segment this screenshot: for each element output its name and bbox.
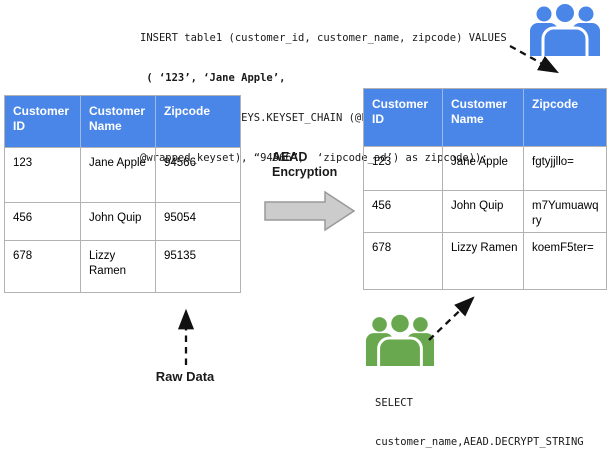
table-cell: koemF5ter= <box>524 233 607 290</box>
table-cell: 123 <box>5 148 81 203</box>
insert-query-code: INSERT table1 (customer_id, customer_nam… <box>140 6 507 190</box>
code-line: customer_name,AEAD.DECRYPT_STRING <box>375 435 584 448</box>
users-group-icon-green <box>365 312 435 366</box>
code-line: INSERT table1 (customer_id, customer_nam… <box>140 32 507 44</box>
table-cell: Lizzy Ramen <box>443 233 524 290</box>
table-cell: 95054 <box>156 203 241 241</box>
code-line: SELECT <box>375 397 413 409</box>
table-cell: 94566 <box>156 148 241 203</box>
code-line: @wrapped_keyset), “94566”, ‘zipcode_ad’)… <box>140 152 488 164</box>
table-cell: John Quip <box>443 191 524 233</box>
table-cell: Jane Apple <box>81 148 156 203</box>
column-header: Customer ID <box>5 96 81 148</box>
column-header: Customer Name <box>81 96 156 148</box>
users-group-icon-blue <box>530 2 600 56</box>
table-cell: 123 <box>364 147 443 191</box>
dashed-arrow-select-to-encrypted-table <box>428 296 475 341</box>
table-cell: Lizzy Ramen <box>81 241 156 293</box>
table-cell: 95135 <box>156 241 241 293</box>
raw-data-label: Raw Data <box>155 369 215 384</box>
dashed-arrow-rawdata-to-table <box>177 308 195 365</box>
table-cell: Jane Apple <box>443 147 524 191</box>
table-cell: fgtyjjllo= <box>524 147 607 191</box>
raw-data-table: Customer ID Customer Name Zipcode 123 Ja… <box>4 95 241 293</box>
table-cell: 456 <box>5 203 81 241</box>
table-cell: John Quip <box>81 203 156 241</box>
code-line: ( ‘123’, ‘Jane Apple’, <box>140 72 286 84</box>
dashed-arrow-users-to-encrypted-table <box>509 44 560 74</box>
encryption-block-arrow <box>264 190 356 232</box>
encrypted-data-table: Customer ID Customer Name Zipcode 123 Ja… <box>363 88 607 290</box>
column-header: Zipcode <box>156 96 241 148</box>
column-header: Customer Name <box>443 89 524 147</box>
aead-encryption-label: AEAD Encryption <box>272 150 338 179</box>
column-header: Zipcode <box>524 89 607 147</box>
table-cell: m7Yumuawqry <box>524 191 607 233</box>
table-cell: 678 <box>364 233 443 290</box>
select-query-code: SELECT customer_name,AEAD.DECRYPT_STRING… <box>375 372 584 469</box>
table-cell: 456 <box>364 191 443 233</box>
column-header: Customer ID <box>364 89 443 147</box>
table-cell: 678 <box>5 241 81 293</box>
